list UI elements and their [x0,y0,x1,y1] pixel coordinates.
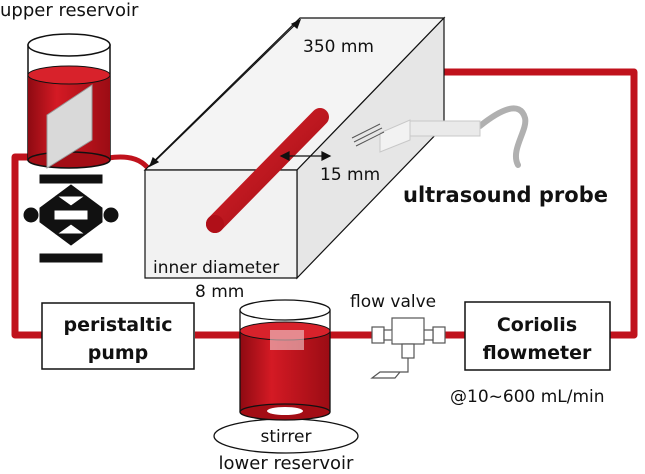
lower-reservoir-label: lower reservoir [219,453,355,474]
coriolis-label-line1: Coriolis [497,314,577,336]
tube-left-loop [11,153,42,339]
coriolis-label-line2: flowmeter [483,342,592,364]
inner-diameter-label: inner diameter [153,258,279,278]
lab-jack-icon [23,174,119,263]
flow-valve-icon [370,317,446,379]
lower-reservoir [213,299,359,454]
diameter-value-label: 8 mm [195,282,244,302]
coriolis-flowmeter [464,301,611,371]
tube-right-loop [444,68,638,339]
peristaltic-pump-label-line2: pump [88,342,149,364]
dimension-arrows [148,18,332,168]
flow-valve-label: flow valve [350,292,436,312]
reservoir-baffle [46,84,93,169]
tank-length-label: 350 mm [303,37,374,57]
upper-reservoir [27,33,111,169]
peristaltic-pump-label-line1: peristaltic [64,314,173,336]
stirrer-label: stirrer [261,427,312,447]
ultrasound-probe [351,105,529,168]
peristaltic-pump [41,302,195,370]
flow-range-label: @10~600 mL/min [450,387,605,407]
vessel-tube [206,108,329,233]
stir-bar [267,407,303,415]
ultrasound-probe-label: ultrasound probe [403,183,608,207]
upper-reservoir-label: upper reservoir [0,0,139,21]
length-arrow [149,19,301,167]
depth-label: 15 mm [320,165,380,185]
